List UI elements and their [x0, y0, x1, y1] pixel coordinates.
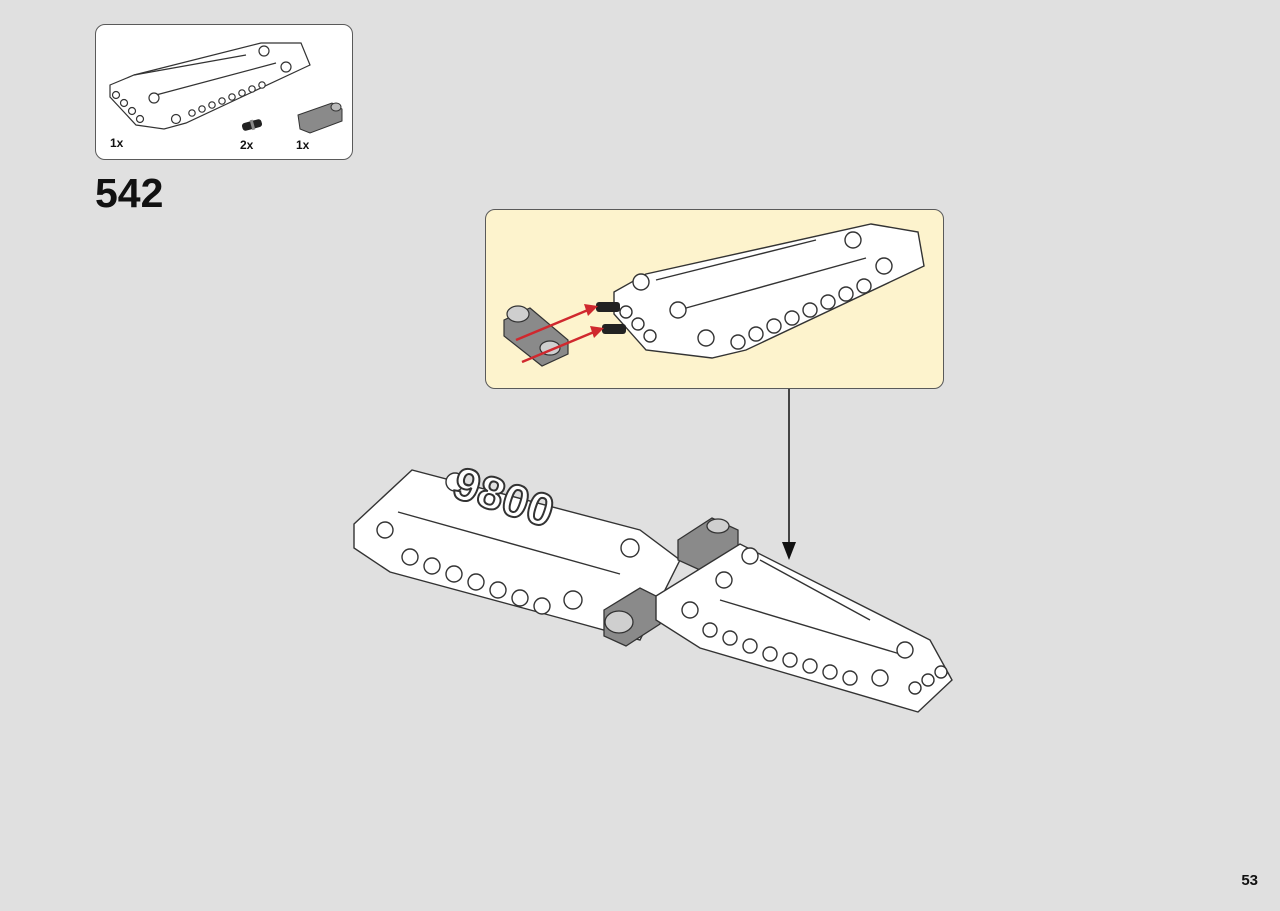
- callout-connector-image: [503, 305, 569, 367]
- right-panel-image: [655, 543, 953, 713]
- callout-pointer-arrow: [782, 389, 796, 560]
- panel-part-image: [109, 42, 311, 130]
- connector-part-image: [297, 102, 343, 134]
- callout-pins: [596, 302, 626, 334]
- main-connectors: [603, 517, 739, 647]
- left-panel-image: [353, 469, 681, 641]
- insertion-arrows: [515, 304, 604, 364]
- subassembly-callout: [485, 209, 944, 389]
- page-number: 53: [1241, 872, 1258, 889]
- pin-part-image: [241, 119, 263, 131]
- callout-illustration: [503, 223, 925, 367]
- step-number: 542: [95, 170, 164, 216]
- callout-panel-image: [613, 223, 925, 359]
- parts-illustration: [109, 42, 343, 134]
- quantity-label-pin: 2x: [240, 138, 254, 152]
- quantity-label-panel: 1x: [110, 136, 124, 150]
- parts-list-box: 1x 2x 1x: [95, 24, 353, 160]
- quantity-label-connector: 1x: [296, 138, 310, 152]
